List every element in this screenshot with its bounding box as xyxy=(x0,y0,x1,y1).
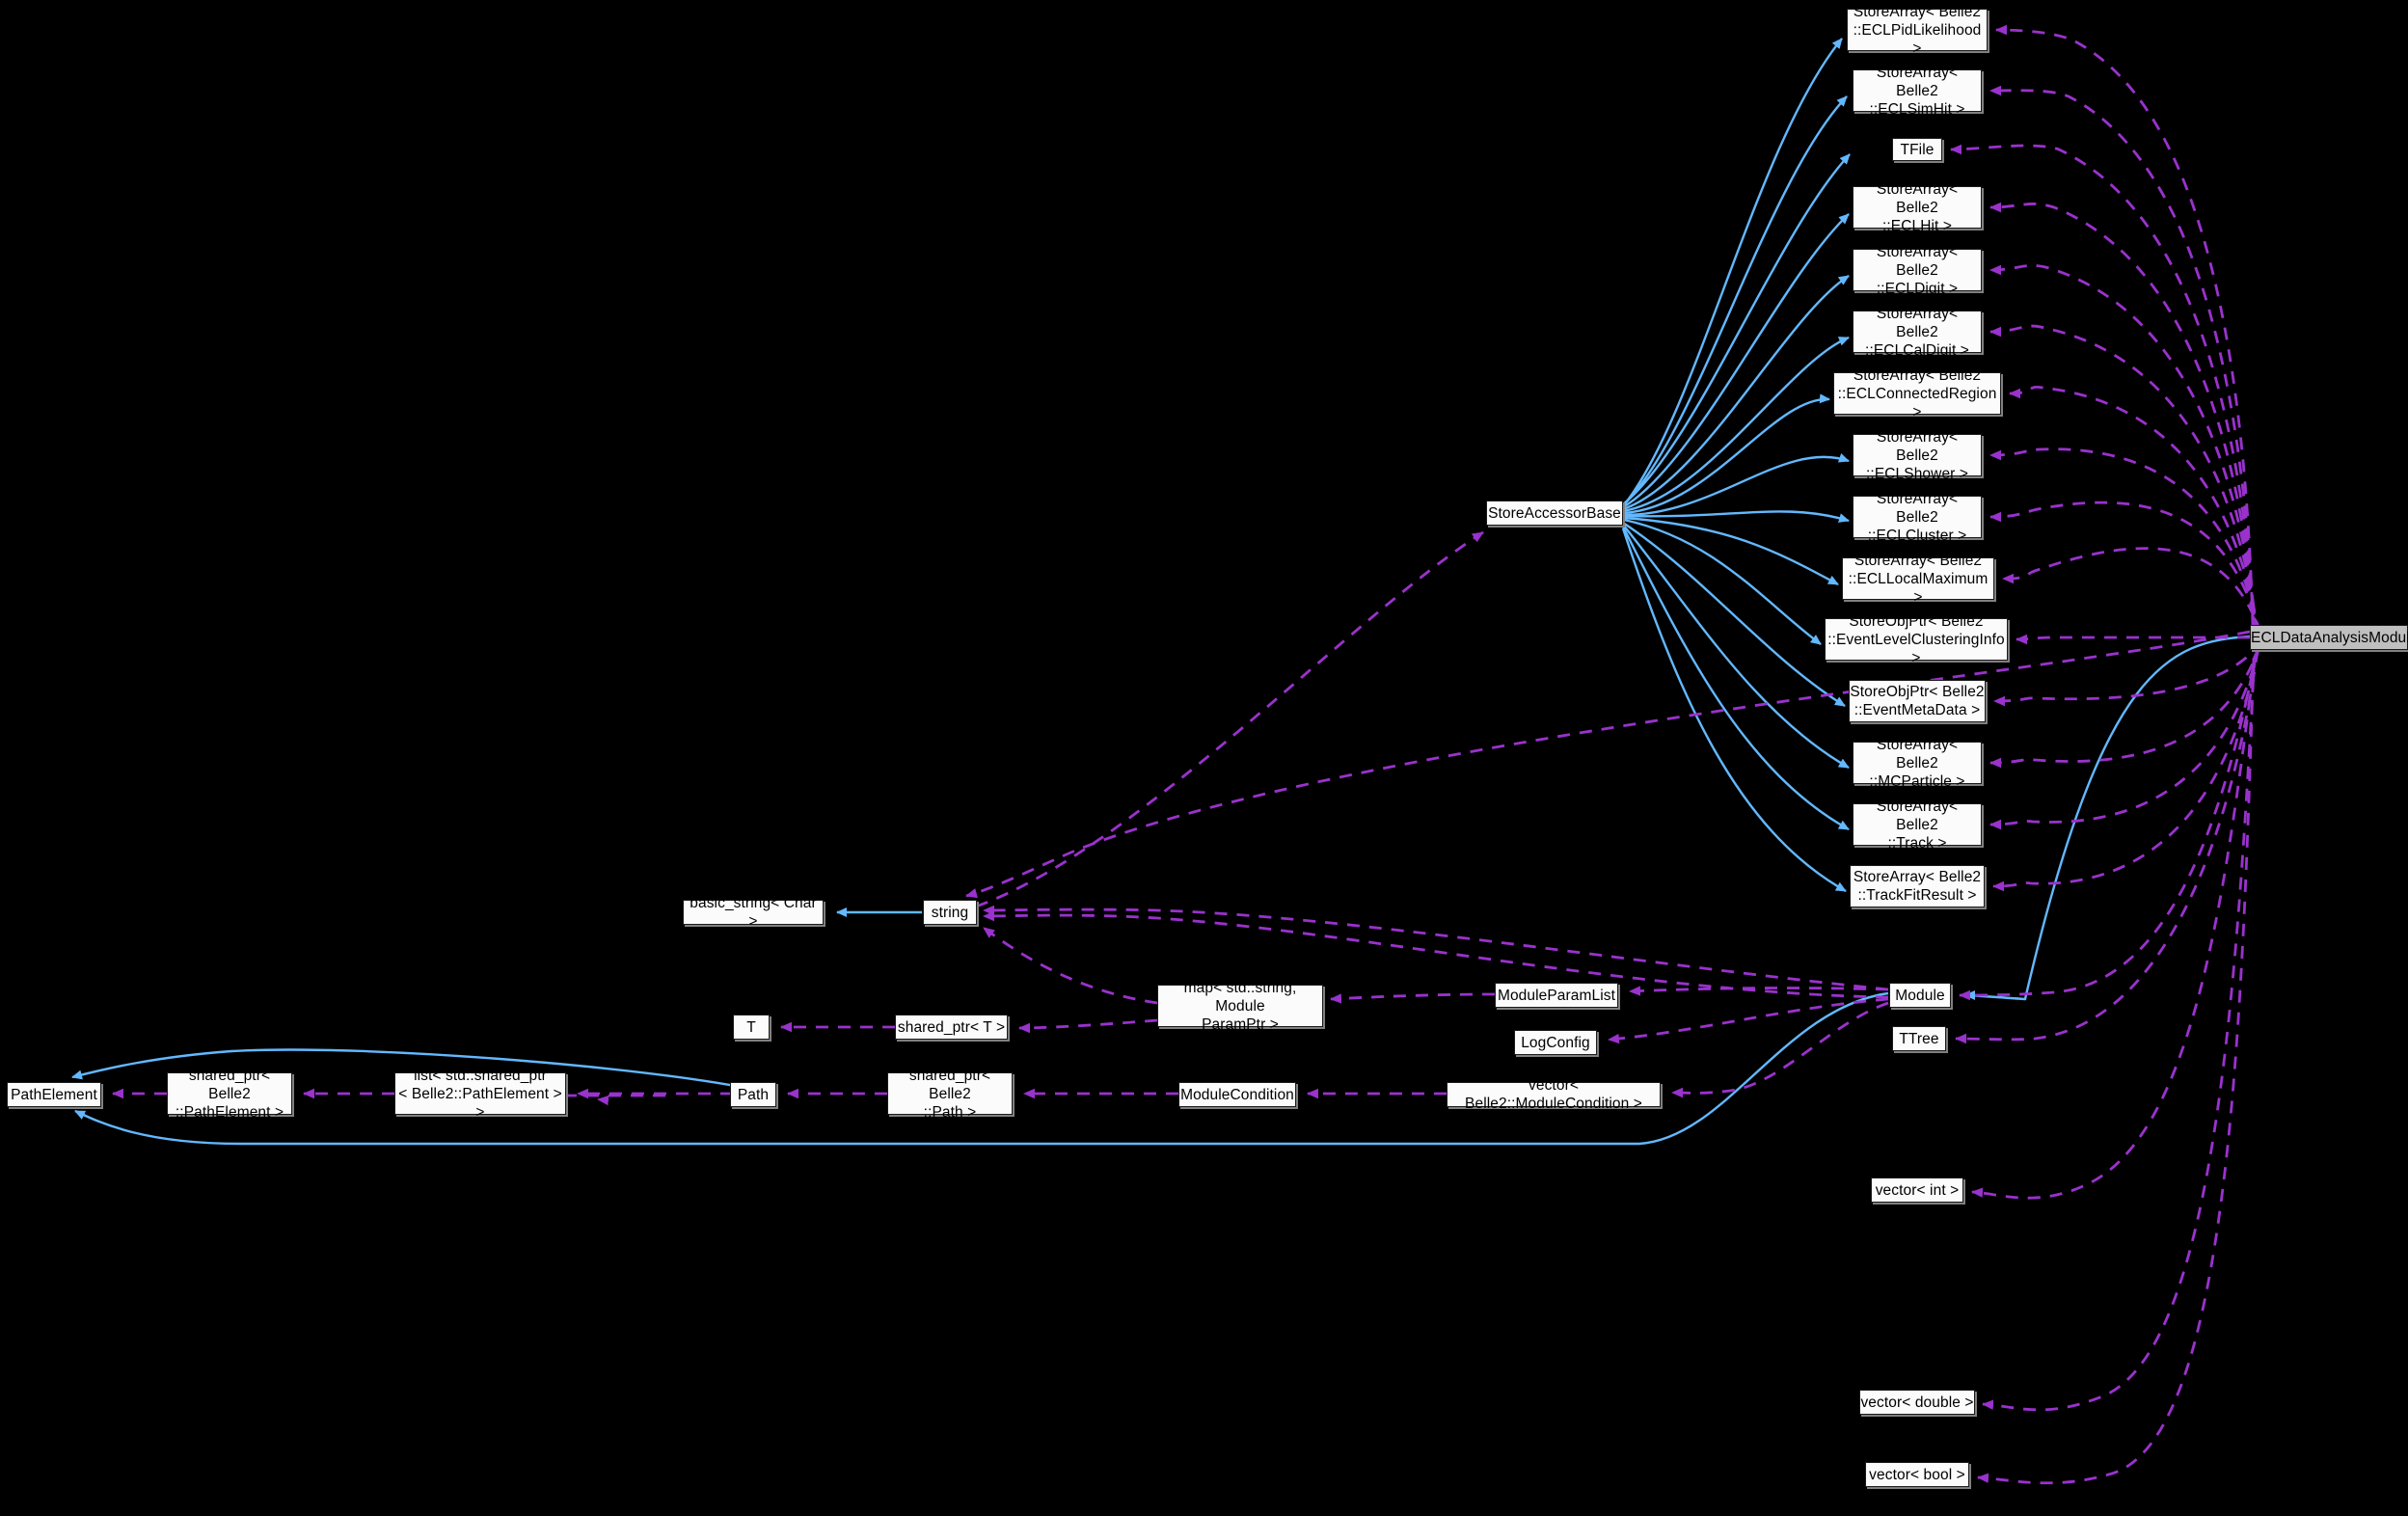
node-storearray-trackfitresult[interactable]: StoreArray< Belle2 ::TrackFitResult > xyxy=(1850,865,1985,907)
node-tfile[interactable]: TFile xyxy=(1892,138,1942,161)
node-label: shared_ptr< Belle2 ::PathElement > xyxy=(175,1067,284,1121)
node-storearray-eclsimhit[interactable]: StoreArray< Belle2 ::ECLSimHit > xyxy=(1853,65,1982,118)
node-storearray-track[interactable]: StoreArray< Belle2 ::Track > xyxy=(1853,799,1982,852)
node-label: ModuleParamList xyxy=(1497,987,1616,1004)
node-label: Module xyxy=(1895,987,1945,1004)
node-label: list< std::shared_ptr < Belle2::PathElem… xyxy=(398,1067,562,1121)
node-storearray-eclhit[interactable]: StoreArray< Belle2 ::ECLHit > xyxy=(1853,181,1982,234)
node-storeaccessorbase[interactable]: StoreAccessorBase xyxy=(1486,501,1623,526)
node-label: StoreArray< Belle2 ::ECLHit > xyxy=(1876,180,1959,234)
node-modulecondition[interactable]: ModuleCondition xyxy=(1178,1082,1296,1107)
node-map-string-moduleparamptr[interactable]: map< std::string, Module ParamPtr > xyxy=(1157,980,1323,1033)
node-label: map< std::string, Module ParamPtr > xyxy=(1183,979,1297,1033)
node-storearray-eclcluster[interactable]: StoreArray< Belle2 ::ECLCluster > xyxy=(1853,491,1982,544)
node-label: vector< double > xyxy=(1860,1394,1974,1411)
node-ttree[interactable]: TTree xyxy=(1892,1026,1946,1051)
node-label: StoreArray< Belle2 ::ECLCalDigit > xyxy=(1865,305,1969,359)
node-t-template-param[interactable]: T xyxy=(733,1015,770,1040)
node-label: T xyxy=(746,1018,756,1036)
node-label: StoreArray< Belle2 ::ECLShower > xyxy=(1866,428,1968,482)
node-label: StoreArray< Belle2 ::ECLCluster > xyxy=(1867,490,1967,544)
node-label: vector< Belle2::ModuleCondition > xyxy=(1465,1077,1642,1112)
node-storearray-eclshower[interactable]: StoreArray< Belle2 ::ECLShower > xyxy=(1853,429,1982,482)
node-label: StoreArray< Belle2 ::ECLSimHit > xyxy=(1869,64,1965,118)
node-label: string xyxy=(931,904,969,921)
node-vector-double[interactable]: vector< double > xyxy=(1859,1390,1975,1415)
node-label: basic_string< Char > xyxy=(690,895,817,930)
node-storearray-eclpidlikelihood[interactable]: StoreArray< Belle2 ::ECLPidLikelihood > xyxy=(1847,4,1988,57)
node-label: LogConfig xyxy=(1521,1034,1590,1051)
node-label: StoreArray< Belle2 ::ECLDigit > xyxy=(1876,243,1959,297)
node-label: shared_ptr< T > xyxy=(897,1018,1006,1036)
node-label: PathElement xyxy=(11,1086,97,1103)
node-moduleparamlist[interactable]: ModuleParamList xyxy=(1495,983,1618,1008)
node-shared-ptr-t[interactable]: shared_ptr< T > xyxy=(895,1015,1008,1040)
node-module[interactable]: Module xyxy=(1889,983,1951,1008)
node-storeobjptr-eventmetadata[interactable]: StoreObjPtr< Belle2 ::EventMetaData > xyxy=(1849,680,1986,722)
node-shared-ptr-belle2-path[interactable]: shared_ptr< Belle2 ::Path > xyxy=(887,1068,1013,1121)
node-vector-int[interactable]: vector< int > xyxy=(1871,1178,1963,1203)
node-storearray-mcparticle[interactable]: StoreArray< Belle2 ::MCParticle > xyxy=(1853,737,1982,790)
node-ecldataanalysismodule[interactable]: ECLDataAnalysisModule xyxy=(2250,625,2408,650)
node-label: StoreObjPtr< Belle2 ::EventMetaData > xyxy=(1850,684,1985,718)
node-string[interactable]: string xyxy=(923,900,977,925)
node-storearray-ecldigit[interactable]: StoreArray< Belle2 ::ECLDigit > xyxy=(1853,244,1982,297)
node-vector-bool[interactable]: vector< bool > xyxy=(1865,1462,1969,1487)
node-label: StoreArray< Belle2 ::ECLLocalMaximum > xyxy=(1848,552,1989,606)
node-vector-modulecondition[interactable]: vector< Belle2::ModuleCondition > xyxy=(1447,1077,1661,1112)
node-label: vector< bool > xyxy=(1869,1466,1965,1483)
node-list-shared-ptr-pathelement[interactable]: list< std::shared_ptr < Belle2::PathElem… xyxy=(394,1068,566,1121)
node-logconfig[interactable]: LogConfig xyxy=(1514,1030,1597,1055)
node-storearray-ecllocalmaximum[interactable]: StoreArray< Belle2 ::ECLLocalMaximum > xyxy=(1842,553,1994,606)
node-label: StoreArray< Belle2 ::ECLConnectedRegion … xyxy=(1837,366,1997,420)
node-label: StoreArray< Belle2 ::TrackFitResult > xyxy=(1853,869,1982,904)
node-basic-string-char[interactable]: basic_string< Char > xyxy=(683,895,824,930)
node-label: TFile xyxy=(1900,141,1935,158)
node-label: ModuleCondition xyxy=(1180,1086,1294,1103)
node-label: vector< int > xyxy=(1875,1181,1960,1199)
node-storearray-eclconnectedregion[interactable]: StoreArray< Belle2 ::ECLConnectedRegion … xyxy=(1833,367,2001,420)
node-label: StoreArray< Belle2 ::ECLPidLikelihood > xyxy=(1853,3,1982,57)
node-label: StoreObjPtr< Belle2 ::EventLevelClusteri… xyxy=(1827,612,2005,666)
node-path[interactable]: Path xyxy=(730,1082,776,1107)
node-shared-ptr-belle2-pathelement[interactable]: shared_ptr< Belle2 ::PathElement > xyxy=(167,1068,292,1121)
node-label: StoreAccessorBase xyxy=(1488,504,1621,522)
node-label: shared_ptr< Belle2 ::Path > xyxy=(908,1067,991,1121)
node-storeobjptr-eventlevelclusteringinfo[interactable]: StoreObjPtr< Belle2 ::EventLevelClusteri… xyxy=(1825,613,2008,666)
node-label: Path xyxy=(737,1086,770,1103)
node-pathelement[interactable]: PathElement xyxy=(7,1082,101,1107)
node-label: StoreArray< Belle2 ::MCParticle > xyxy=(1869,736,1965,790)
node-label: TTree xyxy=(1899,1030,1939,1047)
node-label: ECLDataAnalysisModule xyxy=(2251,629,2408,646)
node-storearray-eclcaldigit[interactable]: StoreArray< Belle2 ::ECLCalDigit > xyxy=(1853,306,1982,359)
node-label: StoreArray< Belle2 ::Track > xyxy=(1876,798,1959,852)
